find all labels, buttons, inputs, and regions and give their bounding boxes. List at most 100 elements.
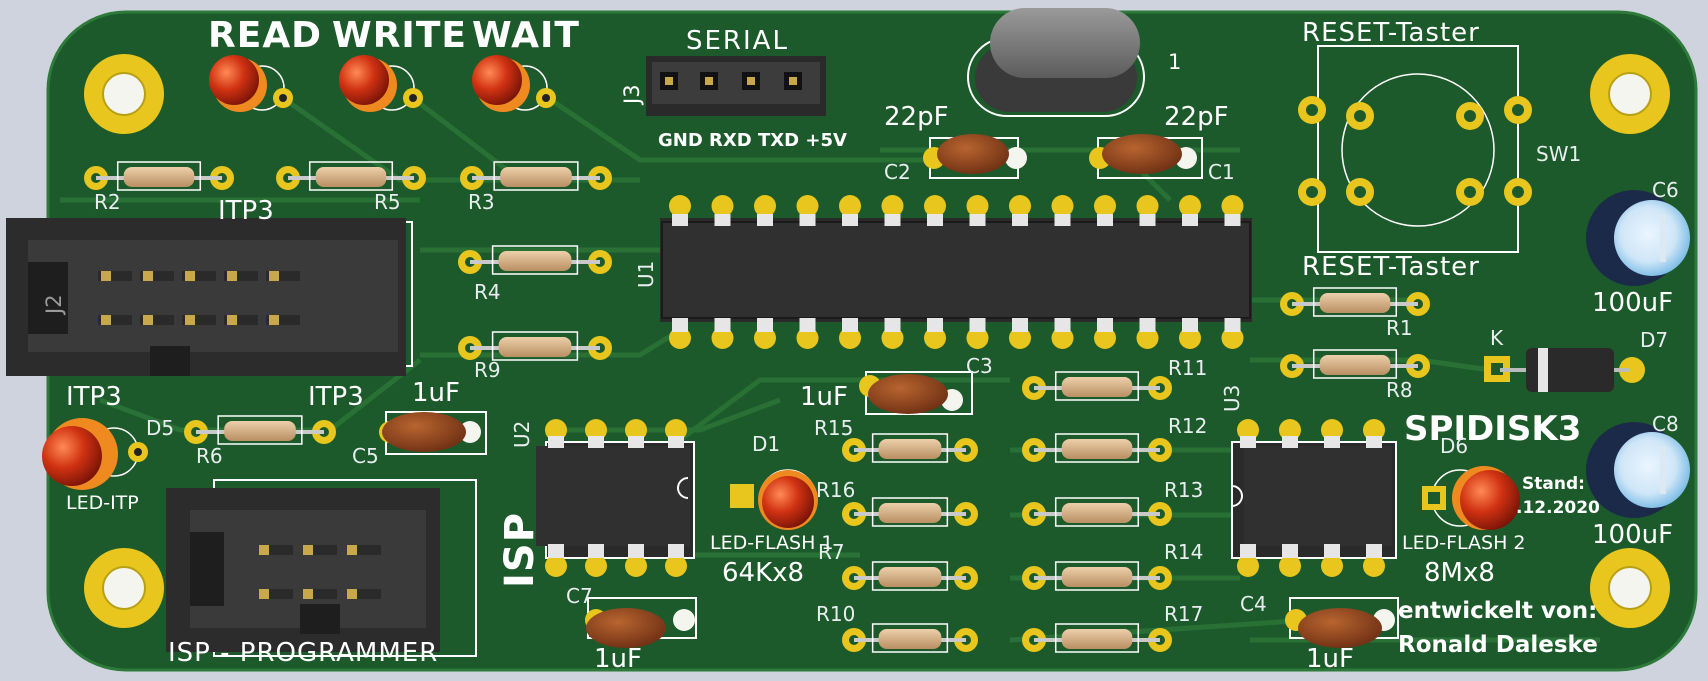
u2-pins-leg-bottom [588,544,604,558]
ic-u1-pins [669,195,1244,349]
u2-pins-pin-bottom [585,555,607,577]
res-ref-r15: R15 [814,416,854,440]
u3-pins-pin-top [1363,419,1385,441]
u1-pin-bottom [966,327,989,349]
cap-value-22pf-right: 22pF [1164,102,1229,132]
itp3-pin-shroud [140,271,174,281]
itp3-label-mid: ITP3 [308,382,364,412]
u1-pin-bottom [1179,327,1201,349]
res-ref-r1: R1 [1386,316,1413,340]
u1-pin-top [839,195,861,217]
isp-programmer-label: ISP - PROGRAMMER [168,638,439,668]
itp3-pin [185,315,195,325]
cap-ref-c5: C5 [352,444,379,468]
cap-ref-c4: C4 [1240,592,1267,616]
led-ref-d5: D5 [146,416,175,440]
resistor-r16 [842,497,978,527]
led-d6 [1422,466,1520,530]
u1-leg-top [1139,214,1156,226]
itp3-label-led: ITP3 [66,382,122,412]
u2-pins-pin-top [625,419,647,441]
res-ref-r3: R3 [468,190,495,214]
u1-pin-top [1221,195,1244,217]
resistor-r11 [1022,371,1172,401]
serial-title: SERIAL [686,26,789,56]
itp3-pin-shroud [224,315,258,325]
cap-value-c7: 1uF [594,644,642,674]
itp3-pin-shroud [266,271,300,281]
itp3-pin-shroud [98,315,132,325]
led-label-flash2: LED-FLASH 2 [1402,532,1526,554]
cap-value-c4: 1uF [1306,644,1354,674]
u1-leg-top [1224,214,1241,226]
electrolytic-c6 [1586,190,1690,286]
res-ref-r7: R7 [818,540,845,564]
crystal-oscillator [967,8,1145,117]
u3-pins-pin-bottom [1279,555,1301,577]
res-ref-r14: R14 [1164,540,1204,564]
resistor-r10 [842,623,978,653]
u2-pins-pin-top [665,419,687,441]
capacitor-c2 [923,134,1027,179]
resistor-r13 [1022,497,1172,527]
mounting-hole-top-right [1590,54,1670,134]
u3-pins-pin-bottom [1321,555,1343,577]
isp-pin-shroud [303,545,337,555]
isp-pin [259,545,269,555]
u2-pins-leg-top [628,436,644,448]
cap-ref-c6: C6 [1652,178,1679,202]
resistor-r4 [458,245,612,275]
u1-pin-bottom [881,327,904,349]
u1-pin-top [1179,195,1201,217]
led-label-flash1: LED-FLASH 1 [710,532,834,554]
u2-pins-leg-top [668,436,684,448]
itp3-pin [143,271,153,281]
isp-pin-shroud [259,589,293,599]
u1-pin-top [1051,195,1074,217]
u2-pins-leg-top [548,436,564,448]
board-title: SPIDISK3 [1404,409,1582,449]
led-wait [472,55,556,112]
resistor-r3 [460,161,612,191]
u1-leg-top [842,214,858,226]
itp3-pin-shroud [182,271,216,281]
res-ref-r4: R4 [474,280,501,304]
u3-pins-leg-top [1282,436,1298,448]
led-label-wait: WAIT [472,15,580,56]
resistor-r12 [1022,433,1172,463]
reset-switch-sw1 [1298,45,1532,253]
res-ref-r9: R9 [474,358,501,382]
capacitor-c1 [1089,134,1203,179]
itp3-pin [269,271,279,281]
u1-leg-bottom [1097,318,1113,332]
u1-pin-top [711,195,734,217]
res-ref-r5: R5 [374,190,401,214]
ic-ref-u1: U1 [634,260,658,288]
u1-leg-top [884,214,901,226]
res-ref-r6: R6 [196,444,223,468]
ic-u3 [1231,441,1397,559]
u3-pins-leg-bottom [1282,544,1298,558]
cap-value-c5: 1uF [412,378,460,408]
res-ref-r16: R16 [816,478,856,502]
connector-itp3-pins [98,271,300,325]
cap-ref-c3: C3 [966,354,993,378]
u1-leg-bottom [1139,318,1156,332]
flash2-size: 8Mx8 [1424,558,1495,588]
led-ref-d6: D6 [1440,434,1469,458]
u1-leg-bottom [1012,318,1028,332]
u1-leg-bottom [1054,318,1071,332]
resistor-r7 [842,561,978,591]
u1-leg-top [1054,214,1071,226]
cap-value-c8: 100uF [1592,520,1674,550]
u1-pin-top [966,195,989,217]
diode-ref-d7: D7 [1640,328,1669,352]
u1-pin-bottom [1094,327,1116,349]
ic-u2 [536,441,695,559]
u3-pins-pin-bottom [1237,555,1259,577]
u2-pins-leg-bottom [668,544,684,558]
led-ref-d1: D1 [752,432,781,456]
serial-ref: J3 [620,84,644,104]
itp3-label-top: ITP3 [218,196,274,226]
